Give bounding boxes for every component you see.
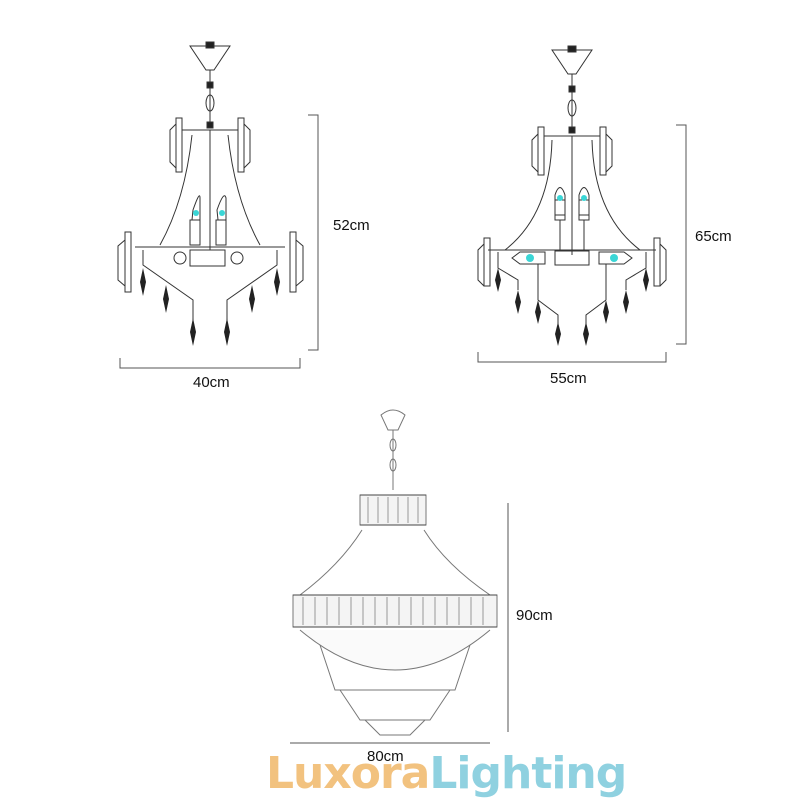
height-label-medium: 65cm xyxy=(695,228,732,245)
width-label-large: 80cm xyxy=(367,748,404,765)
brand-logo-part1: Luxora xyxy=(266,748,430,799)
height-label-large: 90cm xyxy=(516,607,553,624)
width-label-medium: 55cm xyxy=(550,370,587,387)
brand-logo-part2: Lighting xyxy=(429,748,627,799)
brand-logo: LuxoraLighting xyxy=(266,752,627,796)
width-label-small: 40cm xyxy=(193,374,230,391)
height-label-small: 52cm xyxy=(333,217,370,234)
